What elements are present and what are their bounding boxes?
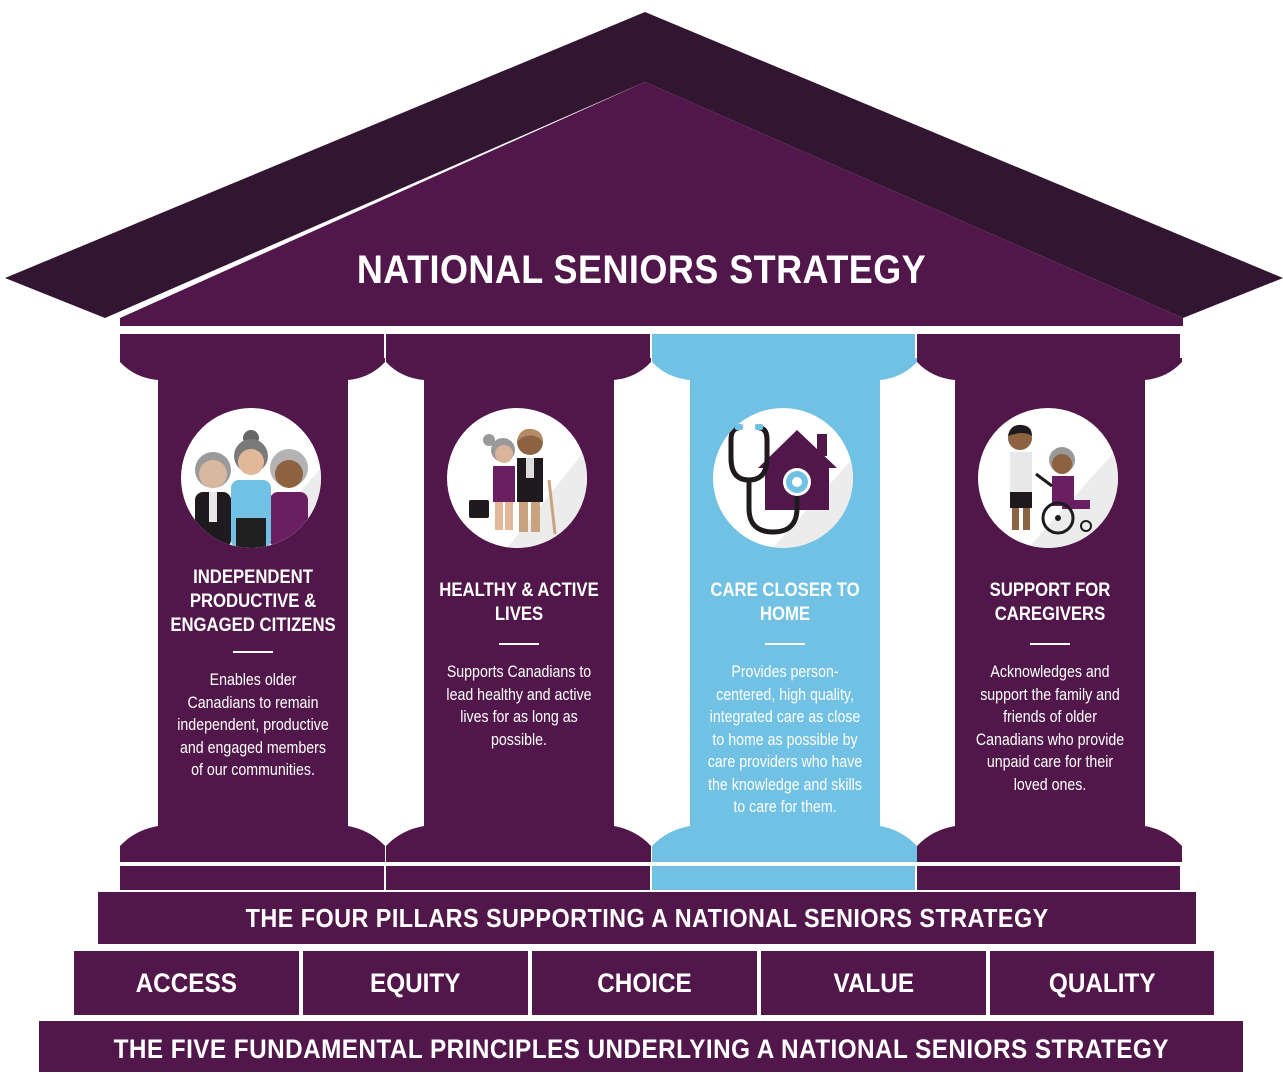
pillar-title: HEALTHY & ACTIVE LIVES <box>439 580 599 625</box>
pillar-capital-3 <box>652 334 915 358</box>
roof-outer <box>5 12 1283 318</box>
principle-equity: EQUITY <box>303 951 528 1015</box>
principle-value: VALUE <box>761 951 986 1015</box>
pillar-flare-top <box>386 358 651 380</box>
principle-choice: CHOICE <box>532 951 757 1015</box>
pillar-capital-2 <box>386 334 650 358</box>
pillar-flare-top <box>120 358 385 380</box>
pillar-divider <box>765 643 805 645</box>
pillar-divider <box>1030 643 1070 645</box>
pillar-flare-top <box>917 358 1182 380</box>
principles-band: THE FIVE FUNDAMENTAL PRINCIPLES UNDERLYI… <box>39 1021 1243 1072</box>
pillar-divider <box>499 643 539 645</box>
pillar-flare-bottom <box>386 826 651 862</box>
pillars-band-label: THE FOUR PILLARS SUPPORTING A NATIONAL S… <box>245 903 1049 933</box>
house-stethoscope-icon <box>713 408 853 548</box>
principle-label: QUALITY <box>1048 968 1156 998</box>
group-of-seniors-icon <box>181 408 321 548</box>
pillar-divider <box>233 651 273 653</box>
active-seniors-walking-icon <box>447 408 587 548</box>
principle-label: ACCESS <box>135 968 238 998</box>
pillar-capital-1 <box>120 334 384 358</box>
roof <box>5 12 1283 326</box>
pillar-flare-top <box>652 358 917 380</box>
pillar-flare-bottom <box>917 826 1182 862</box>
pillar-title: INDEPENDENT PRODUCTIVE & ENGAGED CITIZEN… <box>170 567 336 636</box>
pillar-description: Acknowledges and support the family and … <box>975 663 1125 794</box>
pillar-flare-bottom <box>120 826 385 862</box>
pillar-healthy: HEALTHY & ACTIVE LIVES Supports Canadian… <box>386 346 651 862</box>
principle-label: VALUE <box>833 968 914 998</box>
pillar-description: Supports Canadians to lead healthy and a… <box>446 663 592 749</box>
pillar-description: Enables older Canadians to remain indepe… <box>177 671 329 779</box>
pillars-band: THE FOUR PILLARS SUPPORTING A NATIONAL S… <box>98 892 1196 944</box>
pillar-base-1 <box>120 866 384 890</box>
strategy-title: NATIONAL SENIORS STRATEGY <box>356 248 927 292</box>
pillar-care: CARE CLOSER TO HOME Provides person-cent… <box>652 346 917 862</box>
roof-inner <box>120 82 1183 326</box>
pillar-flare-bottom <box>652 826 917 862</box>
pillar-base-3 <box>652 866 915 890</box>
pillar-title: CARE CLOSER TO HOME <box>710 580 860 625</box>
principle-quality: QUALITY <box>990 951 1214 1015</box>
principle-label: CHOICE <box>597 968 692 998</box>
principles-band-label: THE FIVE FUNDAMENTAL PRINCIPLES UNDERLYI… <box>113 1034 1169 1064</box>
principle-label: EQUITY <box>370 968 461 998</box>
pillar-independent: INDEPENDENT PRODUCTIVE & ENGAGED CITIZEN… <box>120 346 385 862</box>
pillar-capital-4 <box>917 334 1180 358</box>
principle-access: ACCESS <box>74 951 299 1015</box>
pillar-description: Provides person-centered, high quality, … <box>707 663 863 816</box>
pillar-caregivers: SUPPORT FOR CAREGIVERS Acknowledges and … <box>917 346 1182 862</box>
caregiver-wheelchair-icon <box>978 408 1118 548</box>
pillar-title: SUPPORT FOR CAREGIVERS <box>989 580 1111 625</box>
pillar-base-4 <box>917 866 1180 890</box>
pillar-base-2 <box>386 866 650 890</box>
